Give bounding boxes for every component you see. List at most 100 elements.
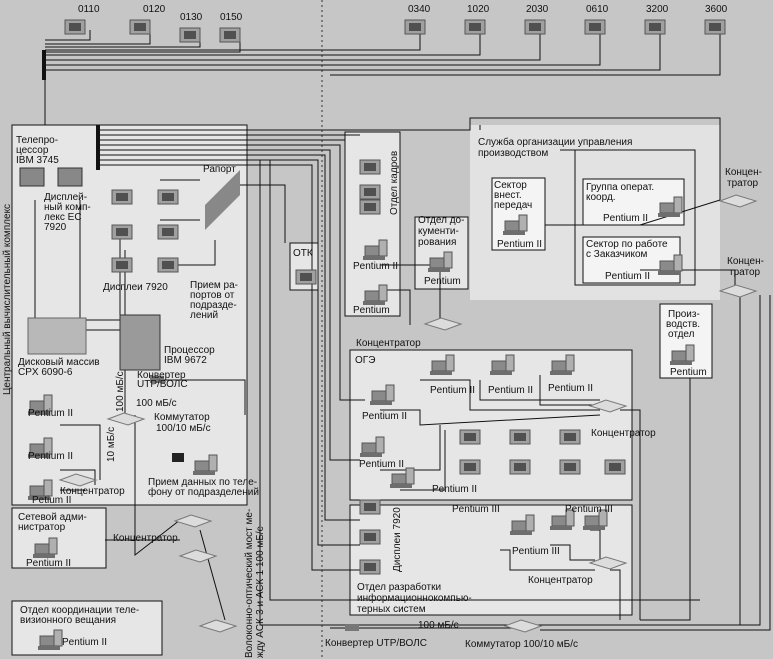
pc-label: Pentium II [488, 385, 533, 396]
keyboard-icon [38, 646, 60, 650]
hub-label: Концентратор [528, 575, 593, 586]
connection-line [150, 379, 246, 415]
connection-line [550, 544, 595, 561]
pc-label: Pentium II [362, 411, 407, 422]
label: 100 мБ/с [418, 620, 459, 631]
label: Телепро- [16, 135, 58, 146]
terminal-icon [459, 459, 481, 475]
screen-icon [300, 273, 312, 281]
tower-icon [385, 384, 395, 402]
screen-icon [609, 463, 621, 471]
label: цессор [16, 145, 49, 156]
hub-label: тратор [727, 178, 759, 189]
screen-icon [364, 563, 376, 571]
terminal-icon [359, 199, 381, 215]
terminal-icon [359, 559, 381, 575]
computer-icon [28, 437, 53, 458]
label: Прием данных по теле- [148, 477, 257, 488]
terminal-icon [157, 189, 179, 205]
keyboard-icon [33, 554, 55, 558]
screen-icon [69, 23, 81, 31]
connection-line [545, 199, 721, 226]
screen-icon [364, 503, 376, 511]
tower-icon [53, 629, 63, 647]
terminal-icon [559, 459, 581, 475]
connection-line [330, 28, 481, 56]
hub-label: тратор [729, 267, 761, 278]
label: Дисплеи 7920 [103, 282, 168, 293]
label: Отдел кадров [389, 151, 400, 215]
label: Волоконно-оптический мост ме- [244, 509, 255, 658]
label: Отдел разработки [357, 581, 441, 593]
screen-icon [709, 23, 721, 31]
terminal-label: 1020 [467, 4, 490, 15]
pc-label: Pentium [353, 305, 390, 316]
keyboard-icon [658, 271, 680, 275]
connection-line [610, 569, 621, 620]
label: водств. [666, 319, 700, 330]
screen-icon [564, 433, 576, 441]
computer-icon [363, 284, 388, 305]
keyboard-icon [583, 526, 605, 530]
computer-icon [510, 514, 535, 535]
terminal-icon [111, 189, 133, 205]
tower-icon [208, 454, 218, 472]
keyboard-icon [28, 411, 50, 415]
keyboard-icon [193, 471, 215, 475]
converter-icon [150, 376, 164, 383]
pc-label: Pentium II [62, 637, 107, 648]
connection-line [380, 289, 411, 325]
screen-icon [514, 463, 526, 471]
tower-icon [673, 254, 683, 272]
connection-line [100, 149, 360, 461]
terminal-icon [524, 19, 546, 35]
sector-transfer-box [491, 177, 546, 251]
connection-line [100, 144, 365, 401]
devices [19, 19, 758, 650]
computer-icon [550, 354, 575, 375]
terminal-label: 0130 [180, 12, 203, 23]
label: IBM 3745 [16, 155, 59, 166]
raport-printer-icon [205, 170, 240, 230]
tower-icon [518, 214, 528, 232]
net-admin-box [11, 507, 107, 569]
connection-line [100, 154, 360, 521]
tower-icon [375, 436, 385, 454]
telecom-processor-icon [19, 167, 45, 187]
pc-label: Pentium III [452, 504, 500, 515]
label: коорд. [586, 192, 616, 203]
label: внест. [494, 190, 522, 201]
label: портов от [190, 290, 235, 301]
hub-label: Концентратор [60, 486, 125, 497]
production-box [659, 303, 713, 379]
tower-icon [673, 196, 683, 214]
screen-icon [116, 228, 128, 236]
label: Сектор по работе [586, 238, 668, 250]
connection-line [479, 380, 600, 401]
label: Отдел до- [418, 215, 464, 226]
phone-icon [172, 453, 184, 462]
connection-line [100, 159, 360, 546]
tower-icon [445, 354, 455, 372]
hr-box [344, 131, 401, 317]
label: UTP/ВОЛС [137, 379, 188, 390]
label: кументи- [418, 226, 459, 237]
connection-line [380, 409, 601, 426]
screen-icon [464, 433, 476, 441]
screen-icon [649, 23, 661, 31]
keyboard-icon [28, 454, 50, 458]
connection-line [380, 425, 441, 471]
screen-icon [514, 433, 526, 441]
connection-line [269, 160, 700, 601]
label: 100 мБ/с [115, 371, 126, 412]
label: 10 мБ/с [106, 427, 117, 462]
keyboard-icon [550, 526, 572, 530]
terminal-icon [644, 19, 666, 35]
terminal-icon [179, 27, 201, 43]
computer-icon [430, 354, 455, 375]
label: Сектор [494, 180, 527, 191]
computer-icon [490, 354, 515, 375]
keyboard-icon [550, 371, 572, 375]
connection-line [330, 28, 721, 76]
